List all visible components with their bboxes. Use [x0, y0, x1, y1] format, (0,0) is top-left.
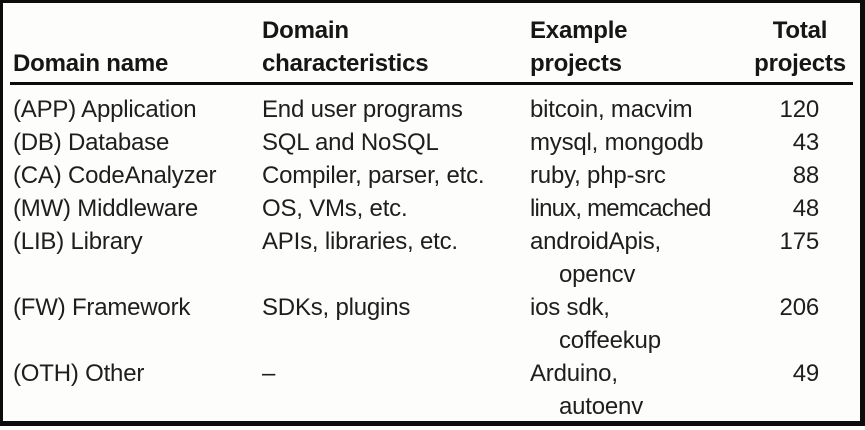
cell-domain-name: (CA) CodeAnalyzer: [13, 162, 217, 189]
cell-total: 120: [779, 96, 820, 123]
cell-domain-name: (APP) Application: [13, 96, 197, 123]
header-example-projects-line1: Example: [530, 17, 628, 44]
header-total-projects: Total projects: [747, 3, 853, 85]
cell-domain-name: (OTH) Other: [13, 360, 145, 387]
cell-total: 49: [792, 360, 819, 387]
cell-total: 43: [792, 129, 819, 156]
table-row-app: (APP) Application End user programs bitc…: [10, 84, 853, 127]
cell-total: 175: [779, 228, 820, 255]
header-domain-characteristics-line2: characteristics: [262, 50, 429, 77]
header-example-projects: Example projects: [528, 3, 747, 85]
cell-domain-name: (DB) Database: [13, 129, 170, 156]
cell-domain-name: (FW) Framework: [13, 294, 191, 321]
cell-characteristics: –: [262, 360, 276, 387]
cell-characteristics: SDKs, plugins: [262, 294, 411, 321]
header-domain-name-label: Domain name: [13, 50, 169, 77]
table-body: (APP) Application End user programs bitc…: [10, 84, 853, 422]
table-row-fw: (FW) Framework SDKs, plugins ios sdk, co…: [10, 291, 853, 357]
cell-examples: androidApis, opencv: [528, 225, 747, 291]
examples-line2: opencv: [559, 261, 636, 288]
cell-characteristics: SQL and NoSQL: [262, 129, 439, 156]
table-header: Domain name Domain characteristics Examp…: [10, 3, 853, 85]
cell-total: 206: [779, 294, 820, 321]
header-example-projects-line2: projects: [530, 50, 622, 77]
header-total-projects-line2: projects: [754, 50, 846, 77]
header-domain-characteristics: Domain characteristics: [260, 3, 528, 85]
domains-table: Domain name Domain characteristics Examp…: [10, 3, 853, 422]
header-domain-name: Domain name: [10, 3, 260, 85]
cell-examples: Arduino, autoenv: [528, 357, 747, 421]
examples-line1: Arduino,: [530, 360, 618, 387]
cell-examples: bitcoin, macvim: [528, 84, 747, 127]
cell-examples: ruby, php-src: [528, 159, 747, 192]
cell-characteristics: APIs, libraries, etc.: [262, 228, 458, 255]
examples-line1: androidApis,: [530, 228, 662, 255]
cell-examples: ios sdk, coffeekup: [528, 291, 747, 357]
header-row: Domain name Domain characteristics Examp…: [10, 3, 853, 85]
table-row-ca: (CA) CodeAnalyzer Compiler, parser, etc.…: [10, 159, 853, 192]
cell-total: 88: [792, 162, 819, 189]
cell-characteristics: OS, VMs, etc.: [262, 195, 408, 222]
table-row-oth: (OTH) Other – Arduino, autoenv 49: [10, 357, 853, 421]
header-total-projects-line1: Total: [772, 17, 828, 44]
table-row-lib: (LIB) Library APIs, libraries, etc. andr…: [10, 225, 853, 291]
cell-domain-name: (LIB) Library: [13, 228, 143, 255]
cell-characteristics: Compiler, parser, etc.: [262, 162, 485, 189]
cell-examples: linux, memcached: [528, 192, 747, 225]
examples-line1: linux, memcached: [530, 195, 711, 222]
examples-line1: ios sdk,: [530, 294, 610, 321]
examples-line1: ruby, php-src: [530, 162, 666, 189]
examples-line2: autoenv: [559, 393, 644, 420]
examples-line2: coffeekup: [559, 327, 661, 354]
examples-line1: mysql, mongodb: [530, 129, 704, 156]
cell-characteristics: End user programs: [262, 96, 463, 123]
table-row-mw: (MW) Middleware OS, VMs, etc. linux, mem…: [10, 192, 853, 225]
table-row-db: (DB) Database SQL and NoSQL mysql, mongo…: [10, 126, 853, 159]
examples-line1: bitcoin, macvim: [530, 96, 693, 123]
header-domain-characteristics-line1: Domain: [262, 17, 349, 44]
cell-total: 48: [792, 195, 819, 222]
cell-domain-name: (MW) Middleware: [13, 195, 199, 222]
cell-examples: mysql, mongodb: [528, 126, 747, 159]
